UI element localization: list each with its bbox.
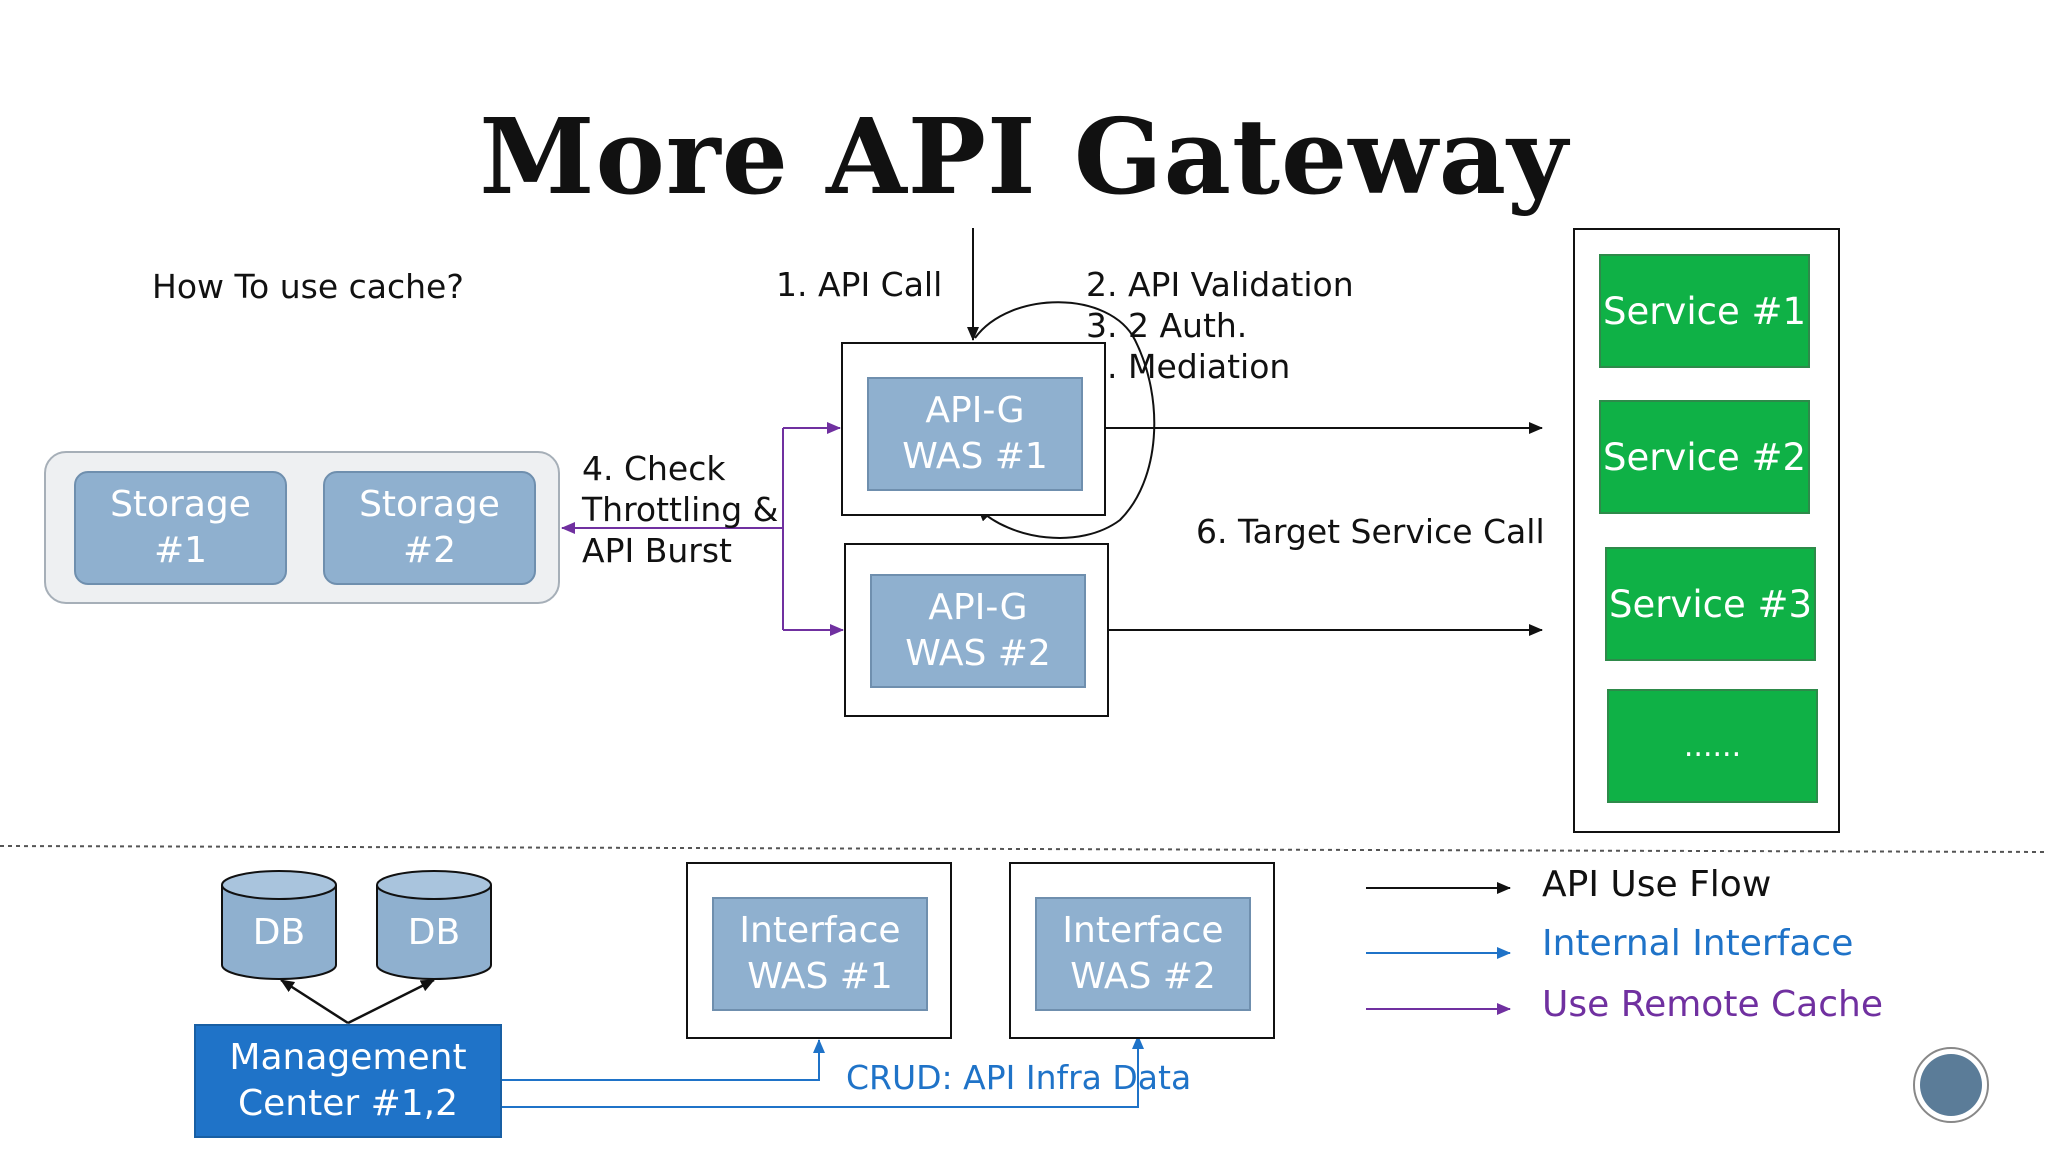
- interface-was-2-line1: Interface: [1062, 910, 1224, 951]
- api-gateway-2-line1: API-G: [928, 587, 1028, 628]
- management-center-line2: Center #1,2: [237, 1083, 459, 1124]
- storage-1-line2: #1: [153, 530, 208, 571]
- service-1: Service #1: [1599, 254, 1810, 368]
- legend-internal-interface: Internal Interface: [1542, 923, 1854, 964]
- interface-was-1-line1: Interface: [739, 910, 901, 951]
- interface-was-2-line2: WAS #2: [1070, 956, 1216, 997]
- db-cylinder-1: [221, 870, 337, 980]
- service-2: Service #2: [1599, 400, 1810, 514]
- storage-box-2: Storage #2: [323, 471, 536, 585]
- db-label-2: DB: [407, 912, 461, 953]
- storage-2-line2: #2: [402, 530, 457, 571]
- api-gateway-1-line2: WAS #1: [902, 436, 1048, 477]
- page-title: More API Gateway: [479, 95, 1569, 218]
- api-gateway-1-line1: API-G: [925, 390, 1025, 431]
- db-label-1: DB: [252, 912, 306, 953]
- section-divider: [0, 845, 2048, 853]
- step-validation-label-2: 3. 2 Auth.: [1086, 306, 1248, 345]
- step-check-label-2: Throttling &: [582, 490, 779, 529]
- legend-api-flow: API Use Flow: [1542, 864, 1772, 905]
- interface-was-2: Interface WAS #2: [1035, 897, 1251, 1011]
- validation-loop: [974, 301, 1156, 539]
- crud-line-1: [501, 1039, 825, 1081]
- cache-question: How To use cache?: [152, 267, 464, 306]
- management-center: Management Center #1,2: [194, 1024, 502, 1138]
- step-target-call-label: 6. Target Service Call: [1196, 512, 1545, 551]
- step-validation-label-1: 2. API Validation: [1086, 265, 1354, 304]
- interface-was-1-line2: WAS #1: [747, 956, 893, 997]
- legend-remote-cache: Use Remote Cache: [1542, 984, 1883, 1025]
- storage-1-line1: Storage: [110, 484, 251, 525]
- step-api-call-label: 1. API Call: [776, 265, 943, 304]
- db-cylinder-2: [376, 870, 492, 980]
- mgmt-to-db2: [347, 978, 435, 1025]
- step-validation-label-3: 5. Mediation: [1086, 347, 1291, 386]
- mgmt-to-db1: [280, 978, 349, 1025]
- step-check-label-1: 4. Check: [582, 449, 726, 488]
- crud-line-2: [501, 1035, 1144, 1108]
- service-more: ......: [1607, 689, 1818, 803]
- service-3: Service #3: [1605, 547, 1816, 661]
- api-gateway-2: API-G WAS #2: [870, 574, 1086, 688]
- step-check-label-3: API Burst: [582, 531, 732, 570]
- storage-2-line1: Storage: [359, 484, 500, 525]
- api-gateway-2-line2: WAS #2: [905, 633, 1051, 674]
- interface-was-1: Interface WAS #1: [712, 897, 928, 1011]
- storage-box-1: Storage #1: [74, 471, 287, 585]
- decorative-circle-icon: [1913, 1047, 1989, 1123]
- crud-label: CRUD: API Infra Data: [846, 1058, 1192, 1097]
- management-center-line1: Management: [229, 1037, 467, 1078]
- api-gateway-1: API-G WAS #1: [867, 377, 1083, 491]
